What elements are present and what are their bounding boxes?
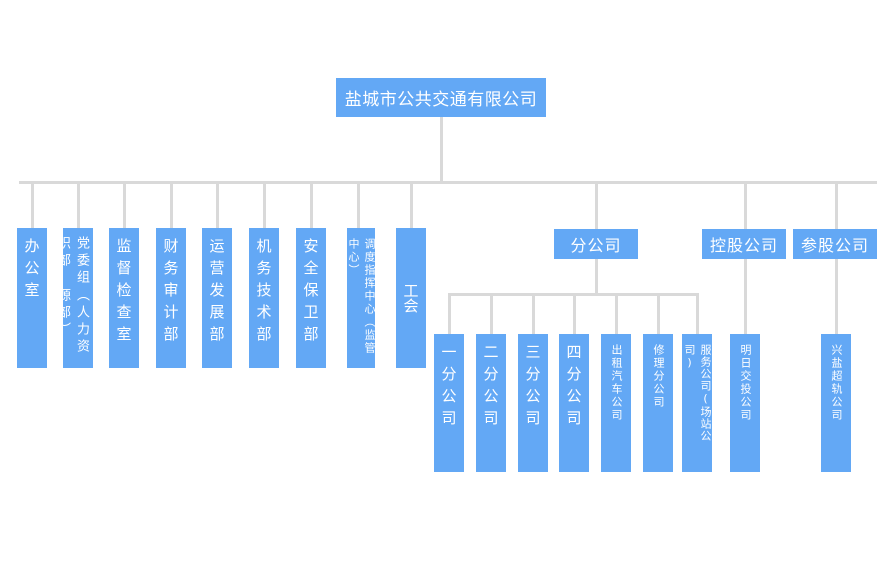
department-node-security[interactable]: 安全保卫部 <box>296 228 326 368</box>
branch-node-service-company[interactable]: 服务公司(场站公司) <box>682 334 712 472</box>
connector-drop-branch-2 <box>490 293 493 334</box>
participating-child-node-xingyan[interactable]: 兴盐超轨公司 <box>821 334 851 472</box>
connector-drop-department-7 <box>310 181 313 228</box>
connector-drop-branch-1 <box>448 293 451 334</box>
connector-drop-group-holding <box>744 181 747 229</box>
branch-node-fourth[interactable]: 四分公司 <box>559 334 589 472</box>
branch-node-repair-company[interactable]: 修理分公司 <box>643 334 673 472</box>
holding-child-node-mingri[interactable]: 明日交投公司 <box>730 334 760 472</box>
department-node-office[interactable]: 办公室 <box>17 228 47 368</box>
connector-drop-branch-6 <box>657 293 660 334</box>
branch-node-first[interactable]: 一分公司 <box>434 334 464 472</box>
connector-drop-branch-7 <box>696 293 699 334</box>
department-node-dispatch-center[interactable]: 调度指挥中心（监管中心） <box>347 228 376 368</box>
connector-drop-department-1 <box>31 181 34 228</box>
root-node-company[interactable]: 盐城市公共交通有限公司 <box>336 78 546 117</box>
group-node-holding-company[interactable]: 控股公司 <box>702 229 786 259</box>
department-label-hr: （人力资源部） <box>55 287 89 356</box>
connector-root-stem <box>440 117 443 181</box>
connector-drop-group-participating <box>835 181 838 229</box>
connector-drop-department-9 <box>410 181 413 228</box>
connector-drop-department-8 <box>357 181 360 228</box>
connector-drop-participating-child <box>835 259 838 334</box>
connector-branch-stem <box>595 259 598 293</box>
department-node-labor-union[interactable]: 工会 <box>396 228 426 368</box>
connector-drop-branch-4 <box>573 293 576 334</box>
connector-drop-branch-5 <box>615 293 618 334</box>
department-node-operations[interactable]: 运营发展部 <box>202 228 232 368</box>
group-node-participating-company[interactable]: 参股公司 <box>793 229 877 259</box>
connector-main-bus <box>19 181 877 184</box>
connector-drop-department-6 <box>263 181 266 228</box>
branch-node-second[interactable]: 二分公司 <box>476 334 506 472</box>
connector-drop-group-branch <box>595 181 598 229</box>
department-label-party: 党委组织部 <box>55 236 89 287</box>
department-node-supervision[interactable]: 监督检查室 <box>109 228 139 368</box>
connector-drop-department-4 <box>170 181 173 228</box>
connector-drop-department-3 <box>123 181 126 228</box>
department-node-finance-audit[interactable]: 财务审计部 <box>156 228 186 368</box>
branch-node-third[interactable]: 三分公司 <box>518 334 548 472</box>
branch-node-taxi-company[interactable]: 出租汽车公司 <box>601 334 631 472</box>
department-node-party-hr[interactable]: 党委组织部 （人力资源部） <box>55 228 93 368</box>
connector-drop-department-2 <box>77 181 80 228</box>
connector-drop-department-5 <box>216 181 219 228</box>
department-node-engineering[interactable]: 机务技术部 <box>249 228 279 368</box>
connector-drop-holding-child <box>744 259 747 334</box>
group-node-branch-company[interactable]: 分公司 <box>554 229 638 259</box>
connector-drop-branch-3 <box>532 293 535 334</box>
